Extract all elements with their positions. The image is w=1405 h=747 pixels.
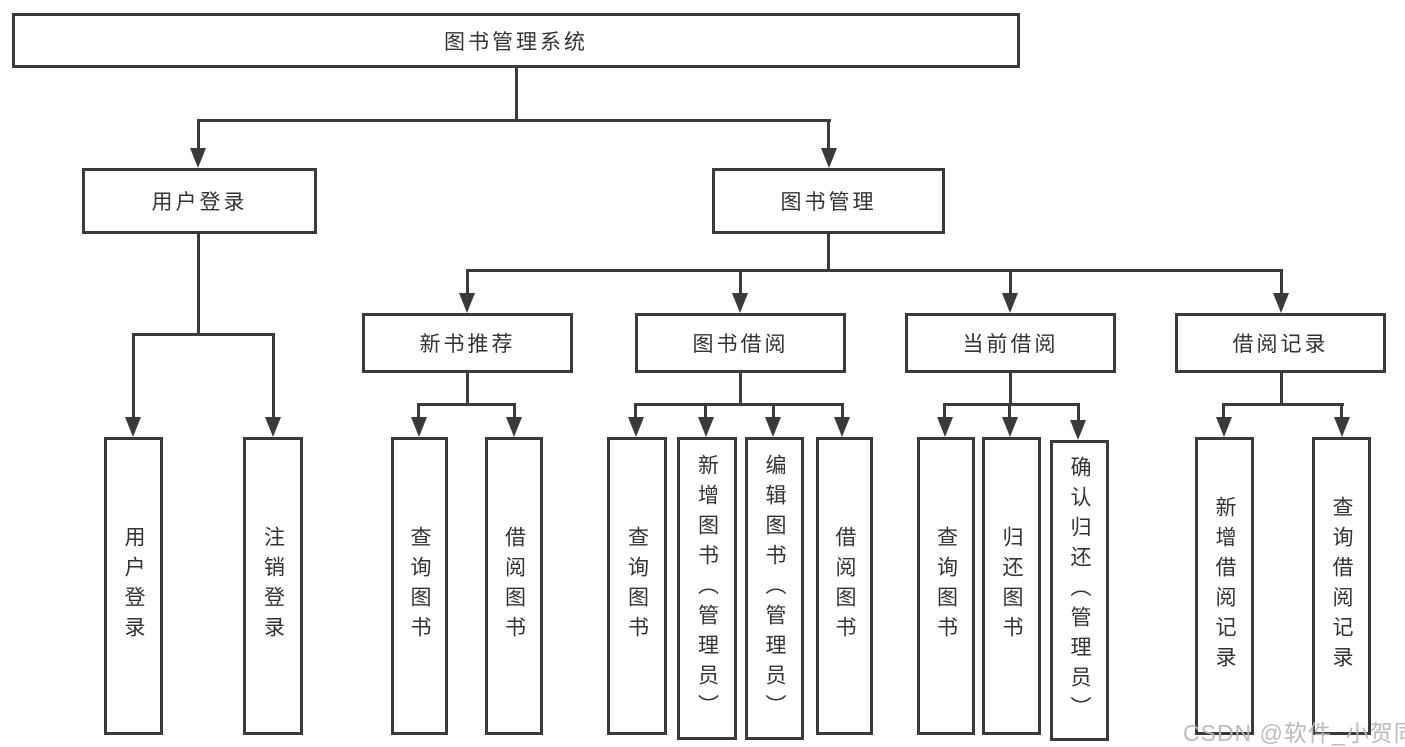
connector-level2-rail: [197, 119, 831, 122]
leaf-bor-query-books: 查询图书: [607, 437, 667, 735]
arrowhead-bor-leaf2: [698, 417, 714, 437]
connector-drop-rec-leaf2: [513, 403, 516, 419]
arrowhead-bor-leaf4: [834, 417, 850, 437]
connector-current-rail: [943, 403, 1080, 406]
leaf-logout: 注销登录: [243, 437, 303, 735]
leaf-bor-add-books-admin: 新增图书（管理员）: [677, 437, 737, 740]
leaf-cur-confirm-return-admin: 确认归还（管理员）: [1050, 440, 1109, 741]
leaf-rec-query-books: 查询图书: [391, 437, 448, 735]
leaf-bor-edit-books-admin: 编辑图书（管理员）: [745, 437, 804, 740]
connector-drop-bor-leaf2: [704, 403, 707, 419]
csdn-watermark: CSDN @软件_小贺同学: [1183, 720, 1405, 746]
leaf-bor-borrow-books-label: 借阅图书: [833, 526, 856, 646]
connector-drop-bor-leaf1: [634, 403, 637, 419]
arrowhead-cur-leaf1: [937, 417, 953, 437]
connector-drop-cur-leaf3: [1077, 403, 1080, 421]
connector-new-rec-stub: [466, 373, 469, 405]
arrowhead-borrow: [732, 293, 748, 313]
arrowhead-current: [1002, 293, 1018, 313]
connector-drop-new-rec: [466, 269, 469, 295]
leaf-bor-borrow-books: 借阅图书: [816, 437, 873, 735]
leaf-rcd-add-record-label: 新增借阅记录: [1213, 496, 1236, 676]
connector-drop-login-leaf1: [132, 333, 135, 419]
arrowhead-cur-leaf2: [1002, 417, 1018, 437]
leaf-logout-label: 注销登录: [261, 526, 285, 646]
arrowhead-new-rec: [459, 293, 475, 313]
connector-root-stub: [515, 68, 518, 122]
leaf-rec-borrow-books-label: 借阅图书: [502, 526, 526, 646]
node-borrow-records: 借阅记录: [1175, 313, 1386, 373]
leaf-rcd-add-record: 新增借阅记录: [1195, 437, 1254, 735]
leaf-user-login: 用户登录: [104, 437, 163, 735]
connector-drop-current: [1009, 269, 1012, 295]
arrowhead-bor-leaf3: [765, 417, 781, 437]
leaf-cur-query-books-label: 查询图书: [934, 526, 958, 646]
connector-new-rec-rail: [417, 403, 516, 406]
node-new-book-rec: 新书推荐: [362, 313, 573, 373]
leaf-cur-confirm-return-admin-label: 确认归还（管理员）: [1068, 455, 1091, 726]
arrowhead-book-mgmt: [821, 148, 837, 168]
node-root-system: 图书管理系统: [12, 13, 1020, 68]
node-book-mgmt-label: 图书管理: [780, 191, 877, 214]
arrowhead-rec-leaf1: [411, 417, 427, 437]
connector-records-rail: [1222, 403, 1344, 406]
connector-drop-bor-leaf4: [841, 403, 844, 419]
connector-drop-rcd-leaf1: [1222, 403, 1225, 419]
node-root-system-label: 图书管理系统: [444, 30, 588, 54]
connector-drop-cur-leaf2: [1008, 403, 1011, 419]
leaf-cur-query-books: 查询图书: [917, 437, 975, 735]
leaf-user-login-label: 用户登录: [122, 526, 145, 646]
node-book-mgmt: 图书管理: [712, 168, 945, 234]
leaf-bor-edit-books-admin-label: 编辑图书（管理员）: [763, 453, 786, 724]
arrowhead-login-leaf2: [265, 417, 281, 437]
connector-current-stub: [1009, 373, 1012, 405]
node-new-book-rec-label: 新书推荐: [419, 333, 516, 356]
connector-user-login-rail: [132, 333, 275, 336]
arrowhead-bor-leaf1: [628, 417, 644, 437]
node-book-borrow-label: 图书借阅: [692, 333, 789, 356]
connector-drop-cur-leaf1: [943, 403, 946, 419]
arrowhead-rcd-leaf2: [1334, 417, 1350, 437]
connector-level3-rail: [466, 269, 1283, 272]
leaf-cur-return-books: 归还图书: [982, 437, 1041, 735]
leaf-bor-add-books-admin-label: 新增图书（管理员）: [695, 453, 719, 724]
connector-borrow-rail: [634, 403, 844, 406]
arrowhead-rcd-leaf1: [1216, 417, 1232, 437]
node-book-borrow: 图书借阅: [635, 313, 846, 373]
connector-drop-book-mgmt: [827, 119, 830, 150]
connector-book-mgmt-stub: [827, 234, 830, 272]
leaf-bor-query-books-label: 查询图书: [625, 526, 649, 646]
node-user-login: 用户登录: [82, 168, 317, 234]
leaf-rcd-query-record-label: 查询借阅记录: [1330, 496, 1353, 676]
leaf-rec-borrow-books: 借阅图书: [485, 437, 543, 735]
leaf-cur-return-books-label: 归还图书: [1000, 526, 1023, 646]
arrowhead-records: [1273, 293, 1289, 313]
leaf-rcd-query-record: 查询借阅记录: [1312, 437, 1371, 735]
connector-drop-login-leaf2: [272, 333, 275, 419]
connector-drop-records: [1280, 269, 1283, 295]
connector-user-login-stub: [197, 234, 200, 335]
node-borrow-records-label: 借阅记录: [1232, 333, 1329, 356]
node-user-login-label: 用户登录: [151, 191, 248, 214]
connector-borrow-stub: [739, 373, 742, 405]
connector-drop-rec-leaf1: [417, 403, 420, 419]
connector-drop-rcd-leaf2: [1340, 403, 1343, 419]
connector-records-stub: [1280, 373, 1283, 405]
arrowhead-user-login: [190, 148, 206, 168]
arrowhead-login-leaf1: [125, 417, 141, 437]
connector-drop-borrow: [739, 269, 742, 295]
arrowhead-cur-leaf3: [1070, 420, 1086, 440]
connector-drop-user-login: [197, 119, 200, 150]
arrowhead-rec-leaf2: [506, 417, 522, 437]
node-current-borrow: 当前借阅: [905, 313, 1116, 373]
node-current-borrow-label: 当前借阅: [962, 333, 1059, 356]
leaf-rec-query-books-label: 查询图书: [408, 526, 431, 646]
connector-drop-bor-leaf3: [772, 403, 775, 419]
